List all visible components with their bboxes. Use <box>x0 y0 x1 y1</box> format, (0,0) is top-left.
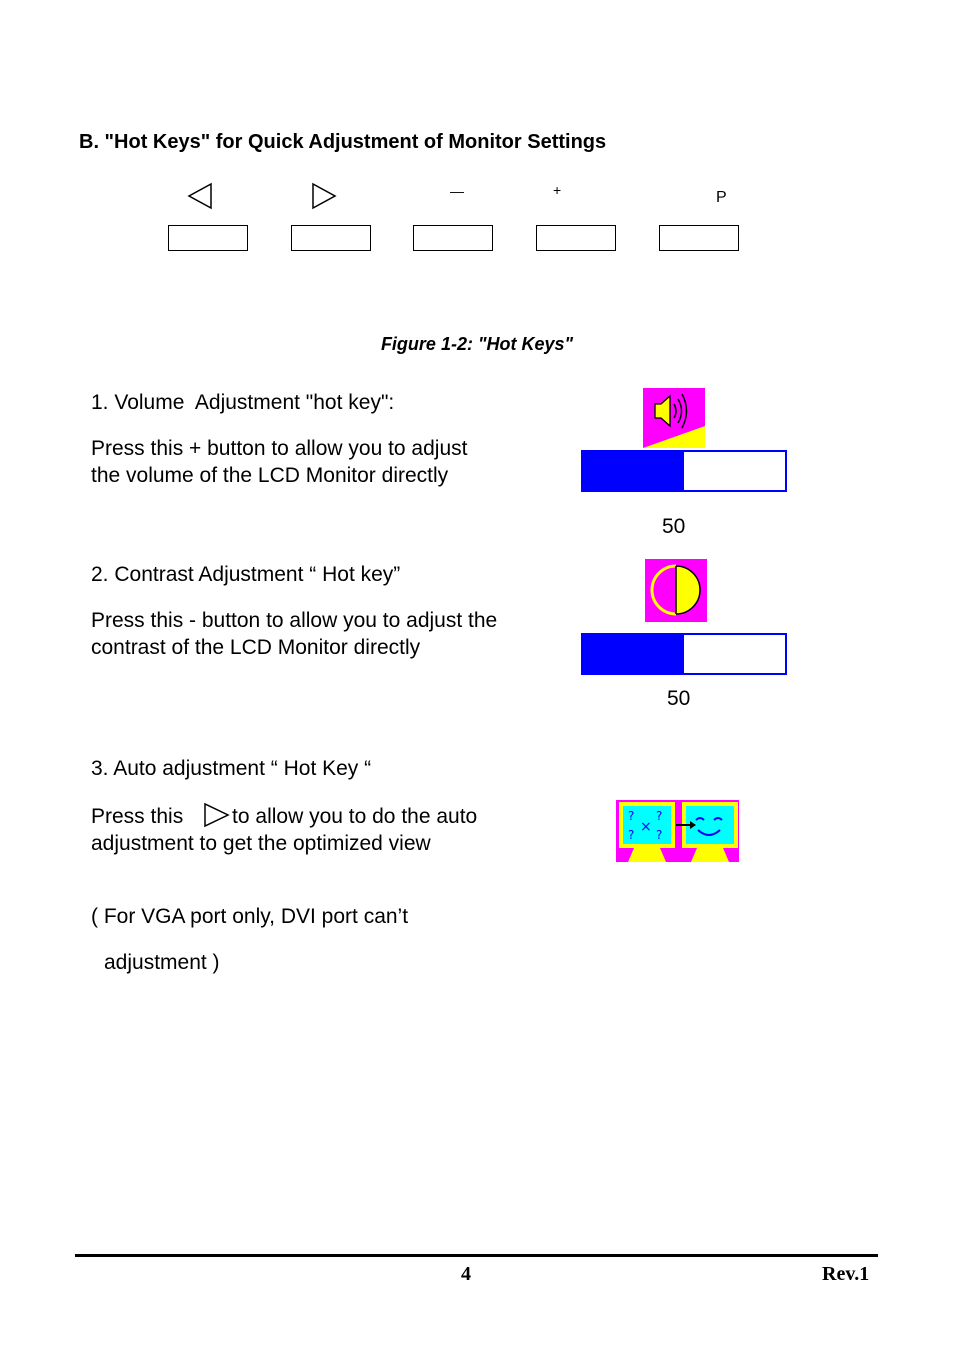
right-triangle-icon <box>204 802 230 828</box>
key-p-button[interactable] <box>659 225 739 251</box>
svg-text:×: × <box>640 819 652 835</box>
auto-note-line1: ( For VGA port only, DVI port can’t <box>91 905 409 928</box>
auto-adjust-monitors-icon: ? ? ? ? × <box>616 800 739 867</box>
right-triangle-icon <box>312 182 337 210</box>
key-right-label <box>310 182 338 215</box>
svg-text:?: ? <box>628 809 634 823</box>
contrast-description: Press this - button to allow you to adju… <box>91 609 498 659</box>
figure-caption: Figure 1-2: "Hot Keys" <box>380 334 574 354</box>
auto-description-start: Press this <box>91 805 184 828</box>
volume-level-bar[interactable] <box>581 450 787 492</box>
section-heading: B. "Hot Keys" for Quick Adjustment of Mo… <box>79 131 607 153</box>
contrast-icon <box>645 559 707 627</box>
auto-description-end: to allow you to do the auto adjustment t… <box>91 805 478 855</box>
svg-text:?: ? <box>628 828 634 842</box>
footer-divider <box>75 1254 878 1257</box>
key-plus-label: + <box>553 182 562 198</box>
contrast-level-bar[interactable] <box>581 633 787 675</box>
key-left-button[interactable] <box>168 225 248 251</box>
contrast-title: 2. Contrast Adjustment “ Hot key” <box>91 563 401 586</box>
contrast-level-fill <box>583 635 684 673</box>
volume-title: 1. Volume Adjustment "hot key": <box>91 391 395 414</box>
svg-text:?: ? <box>656 828 662 842</box>
revision-label: Rev.1 <box>822 1263 870 1285</box>
volume-level-fill <box>583 452 684 490</box>
volume-description: Press this + button to allow you to adju… <box>91 437 468 487</box>
auto-note-line2: adjustment ) <box>104 951 220 974</box>
key-left-label <box>186 182 214 215</box>
speaker-icon <box>643 388 705 453</box>
key-p-label: P <box>716 189 727 206</box>
key-minus-label: — <box>450 183 464 199</box>
key-right-button[interactable] <box>291 225 371 251</box>
key-minus-button[interactable] <box>413 225 493 251</box>
page-number: 4 <box>461 1263 471 1285</box>
left-triangle-icon <box>187 182 212 210</box>
auto-title: 3. Auto adjustment “ Hot Key “ <box>91 757 372 780</box>
contrast-value: 50 <box>667 687 691 710</box>
key-plus-button[interactable] <box>536 225 616 251</box>
auto-description: Press this to allow you to do the auto a… <box>91 802 501 857</box>
svg-text:?: ? <box>656 809 662 823</box>
volume-value: 50 <box>662 515 686 538</box>
